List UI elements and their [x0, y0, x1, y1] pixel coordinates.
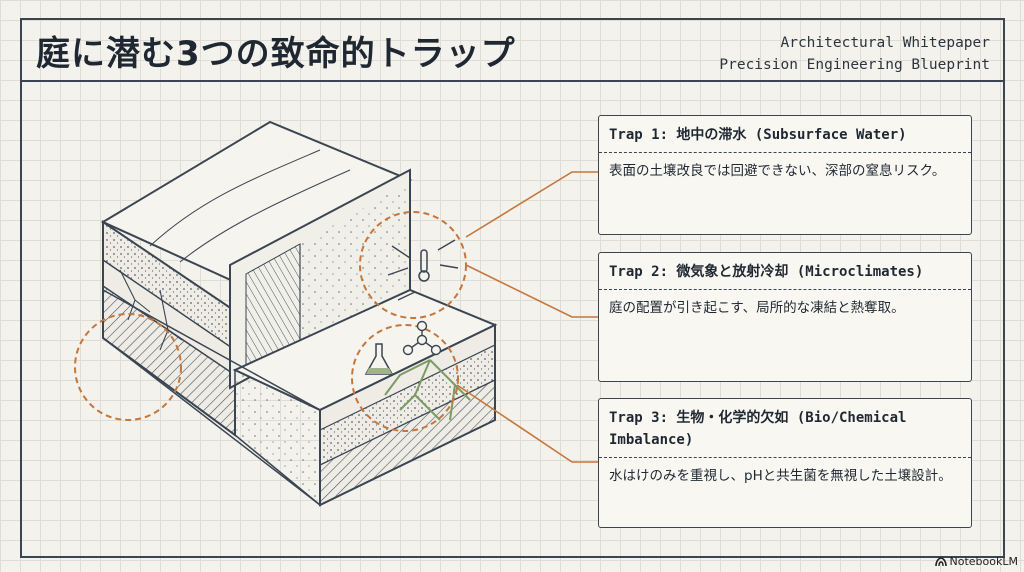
airflow-arrows-icon	[387, 239, 459, 301]
leader-line-2	[465, 264, 598, 318]
subtitle-line-2: Precision Engineering Blueprint	[719, 57, 990, 73]
trap-2-heading: Trap 2: 微気象と放射冷却 (Microclimates)	[599, 253, 971, 290]
leader-line-1	[465, 171, 598, 238]
trap-1-description: 表面の土壌改良では回避できない、深部の窒息リスク。	[609, 163, 946, 179]
thermometer-icon	[418, 249, 430, 282]
retaining-wall	[229, 168, 411, 390]
brand-label: NotebookLM	[949, 555, 1018, 568]
frame-bottom-line	[20, 556, 1004, 558]
callout-circle-bio	[351, 324, 459, 432]
trap-3-description: 水はけのみを重視し、pHと共生菌を無視した土壌設計。	[609, 468, 952, 484]
trap-card-2: Trap 2: 微気象と放射冷却 (Microclimates) 庭の配置が引き…	[598, 252, 972, 382]
frame-header-line	[20, 80, 1004, 82]
frame-left-line	[20, 18, 22, 558]
frame-top-line	[20, 18, 1004, 20]
page-subtitle: Architectural Whitepaper Precision Engin…	[719, 32, 990, 76]
page-title: 庭に潜む3つの致命的トラップ	[36, 34, 516, 74]
flask-icon	[364, 343, 394, 375]
trap-card-3: Trap 3: 生物・化学的欠如 (Bio/Chemical Imbalance…	[598, 398, 972, 528]
subtitle-line-1: Architectural Whitepaper	[780, 35, 990, 51]
trap-1-heading: Trap 1: 地中の滞水 (Subsurface Water)	[599, 116, 971, 153]
notebooklm-badge: NotebookLM	[934, 555, 1018, 568]
root-system	[384, 359, 471, 421]
leader-line-3	[456, 384, 598, 463]
callout-circle-water	[74, 313, 182, 421]
notebooklm-logo-icon	[934, 556, 947, 566]
trap-2-description: 庭の配置が引き起こす、局所的な凍結と熱奪取。	[609, 300, 905, 316]
trap-card-1: Trap 1: 地中の滞水 (Subsurface Water) 表面の土壌改良…	[598, 115, 972, 235]
frame-right-line	[1003, 18, 1005, 558]
molecule-icon	[402, 320, 442, 356]
trap-3-heading: Trap 3: 生物・化学的欠如 (Bio/Chemical Imbalance…	[599, 399, 971, 458]
